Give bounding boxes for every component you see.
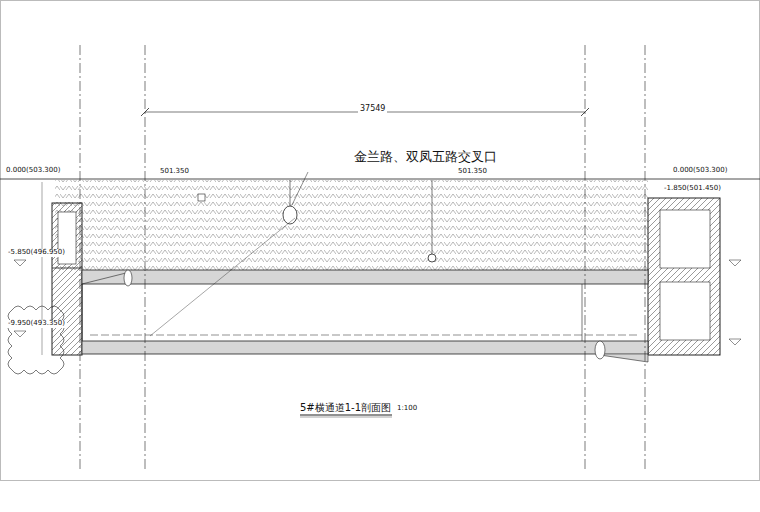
elevation-text: 501.350: [160, 168, 189, 176]
elevation-text: 0.000(503.300): [673, 167, 727, 175]
elevation-text: 0.000(503.300): [6, 167, 60, 175]
elevation-text: -9.950(493.350): [6, 320, 67, 328]
drawing-caption: 5#横通道1-1剖面图: [300, 402, 391, 413]
elevation-text: 501.350: [458, 168, 487, 176]
scale-text: 1:100: [397, 405, 417, 413]
location-title: 金兰路、双凤五路交叉口: [352, 150, 499, 164]
elevation-text: -1.850(501.450): [662, 185, 723, 193]
elevation-text: -5.850(496.950): [6, 249, 67, 257]
dimension-text: 37549: [358, 105, 387, 114]
